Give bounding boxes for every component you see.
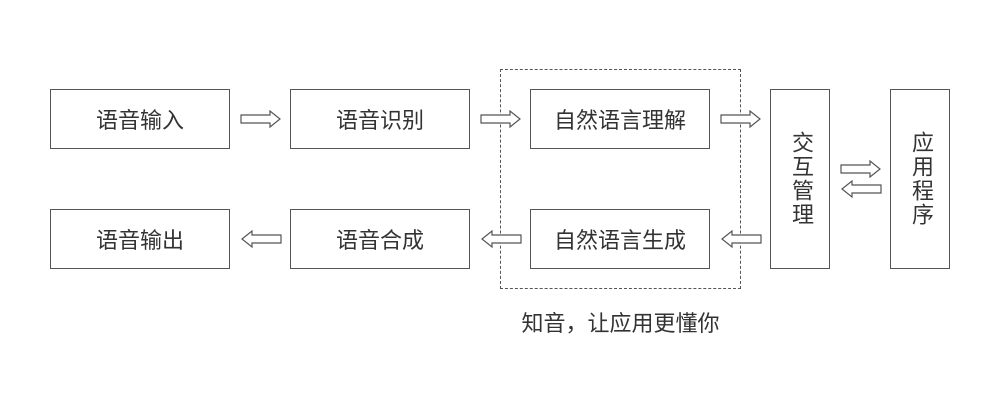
application-node: 应用程序 (890, 89, 950, 269)
arrow-right-3 (720, 110, 761, 128)
arrow-left-1 (241, 230, 282, 248)
speech-recognition-node: 语音识别 (290, 89, 470, 149)
speech-recognition-label: 语音识别 (335, 109, 424, 134)
speech-synthesis-node: 语音合成 (290, 209, 470, 269)
speech-input-node: 语音输入 (50, 89, 230, 149)
arrow-left-to-interaction (841, 180, 882, 198)
caption-slogan: 知音，让应用更懂你 (521, 312, 720, 337)
nlg-label: 自然语言生成 (553, 229, 686, 254)
arrow-right-to-application (840, 160, 881, 178)
arrow-left-2 (481, 230, 522, 248)
speech-input-label: 语音输入 (95, 109, 184, 134)
nlg-node: 自然语言生成 (530, 209, 710, 269)
speech-synthesis-label: 语音合成 (335, 229, 424, 254)
interaction-management-label: 交互管理 (788, 131, 813, 227)
speech-output-label: 语音输出 (95, 229, 184, 254)
nlu-node: 自然语言理解 (530, 89, 710, 149)
arrow-right-1 (240, 110, 281, 128)
speech-output-node: 语音输出 (50, 209, 230, 269)
application-label: 应用程序 (908, 131, 933, 227)
arrow-right-2 (480, 110, 521, 128)
nlu-label: 自然语言理解 (553, 109, 686, 134)
interaction-management-node: 交互管理 (770, 89, 830, 269)
arrow-left-3 (721, 230, 762, 248)
nlp-module-dashed-group (500, 69, 741, 289)
